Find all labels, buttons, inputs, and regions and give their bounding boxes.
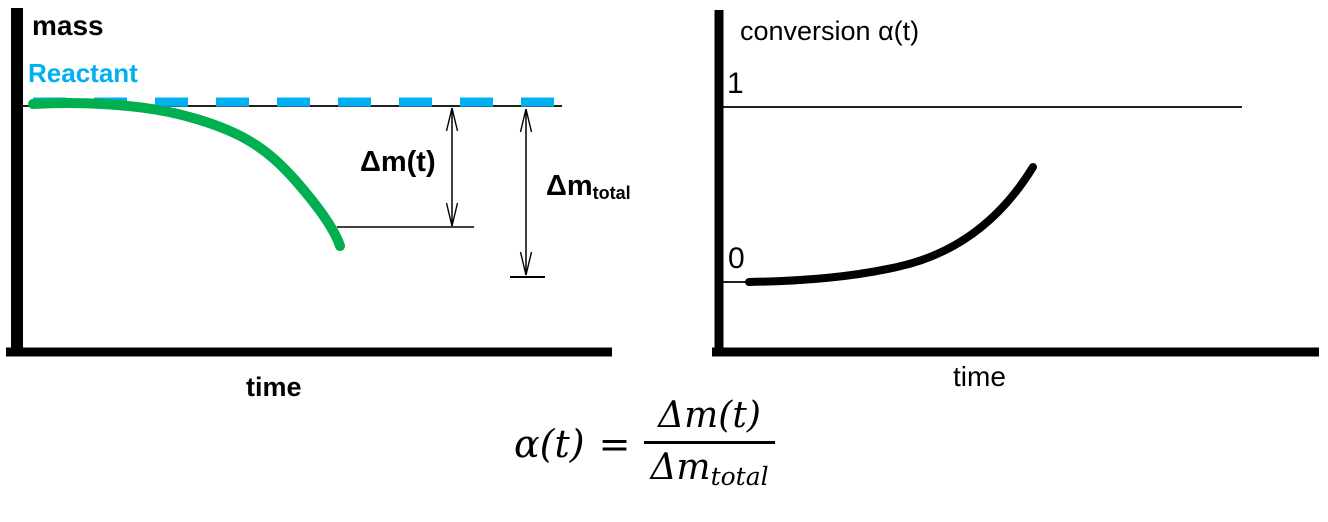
formula-denominator: Δmtotal — [650, 447, 769, 491]
mass-axis-label: mass — [32, 10, 104, 41]
formula-lhs: α(t) — [514, 421, 585, 466]
conversion-curve — [745, 163, 1037, 286]
left-mass-plot — [6, 8, 612, 357]
left-time-axis-label: time — [246, 372, 302, 402]
right-conversion-plot — [712, 10, 1319, 357]
formula-denominator-subscript: total — [710, 462, 769, 491]
one-tick-label: 1 — [727, 67, 744, 100]
conversion-formula: α(t) = Δm(t) Δmtotal — [514, 398, 775, 489]
zero-tick-label: 0 — [728, 242, 745, 275]
delta-mtotal-label: Δmtotal — [546, 170, 631, 203]
formula-equals: = — [598, 421, 631, 466]
delta-mtotal-arrow — [510, 108, 545, 278]
delta-mt-label: Δm(t) — [360, 146, 436, 178]
right-time-axis-label: time — [953, 361, 1006, 392]
reactant-series-label: Reactant — [28, 58, 138, 88]
delta-mtotal-subscript: total — [592, 183, 631, 203]
delta-mt-arrow — [445, 107, 459, 227]
reactant-mass-curve — [28, 98, 345, 251]
conversion-title: conversion α(t) — [740, 16, 920, 46]
formula-fraction-bar — [644, 441, 775, 444]
formula-numerator: Δm(t) — [658, 395, 761, 436]
formula-fraction: Δm(t) Δmtotal — [644, 395, 775, 491]
